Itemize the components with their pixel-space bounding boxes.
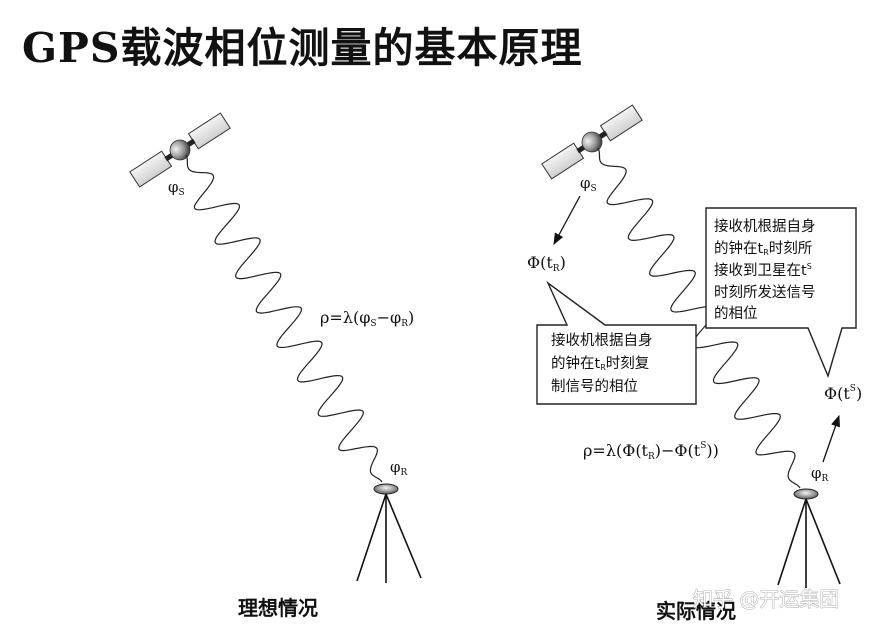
left-satellite [129,112,231,188]
svg-text:时刻所发送信号: 时刻所发送信号 [714,284,816,301]
left-caption: 理想情况 [238,596,318,620]
left-receiver-tripod [356,483,422,583]
svg-text:的钟在tR时刻所: 的钟在tR时刻所 [714,240,812,257]
left-receiver-phase-label: φR [390,458,408,478]
left-sat-phase-label: φS [168,178,185,198]
svg-text:的钟在tR时刻复: 的钟在tR时刻复 [551,354,649,372]
svg-text:的相位: 的相位 [714,305,758,322]
right-receiver-tripod [777,488,841,588]
callout-receiver-replica: 接收机根据自身 的钟在tR时刻复 制信号的相位 [536,280,697,405]
svg-text:接收机根据自身: 接收机根据自身 [714,218,816,235]
right-receiver-phase-label: φR [811,464,829,484]
svg-text:接收到卫星在tS: 接收到卫星在tS [714,262,812,279]
right-satellite [541,104,643,180]
svg-text:接收机根据自身: 接收机根据自身 [551,332,653,349]
right-formula: ρ=λ(Φ(tR)−Φ(tS)) [583,441,719,462]
page-title: GPS载波相位测量的基本原理 [22,24,583,72]
watermark: 知乎 @开运集团 [693,587,839,611]
right-caption: 实际情况 [656,599,736,623]
right-sat-phase-label: φS [580,174,597,194]
arrow-sat-to-phase [553,195,581,246]
left-signal-wave [185,154,383,483]
callout-satellite-signal: 接收机根据自身 的钟在tR时刻所 接收到卫星在tS 时刻所发送信号 的相位 [705,207,857,379]
arrow-receiver-to-phase [822,414,840,463]
receiver-phase-label: Φ(tR) [527,253,566,274]
left-formula: ρ=λ(φS−φR) [320,308,414,329]
satellite-phase-label: Φ(tS) [824,384,862,403]
svg-text:制信号的相位: 制信号的相位 [551,378,638,395]
